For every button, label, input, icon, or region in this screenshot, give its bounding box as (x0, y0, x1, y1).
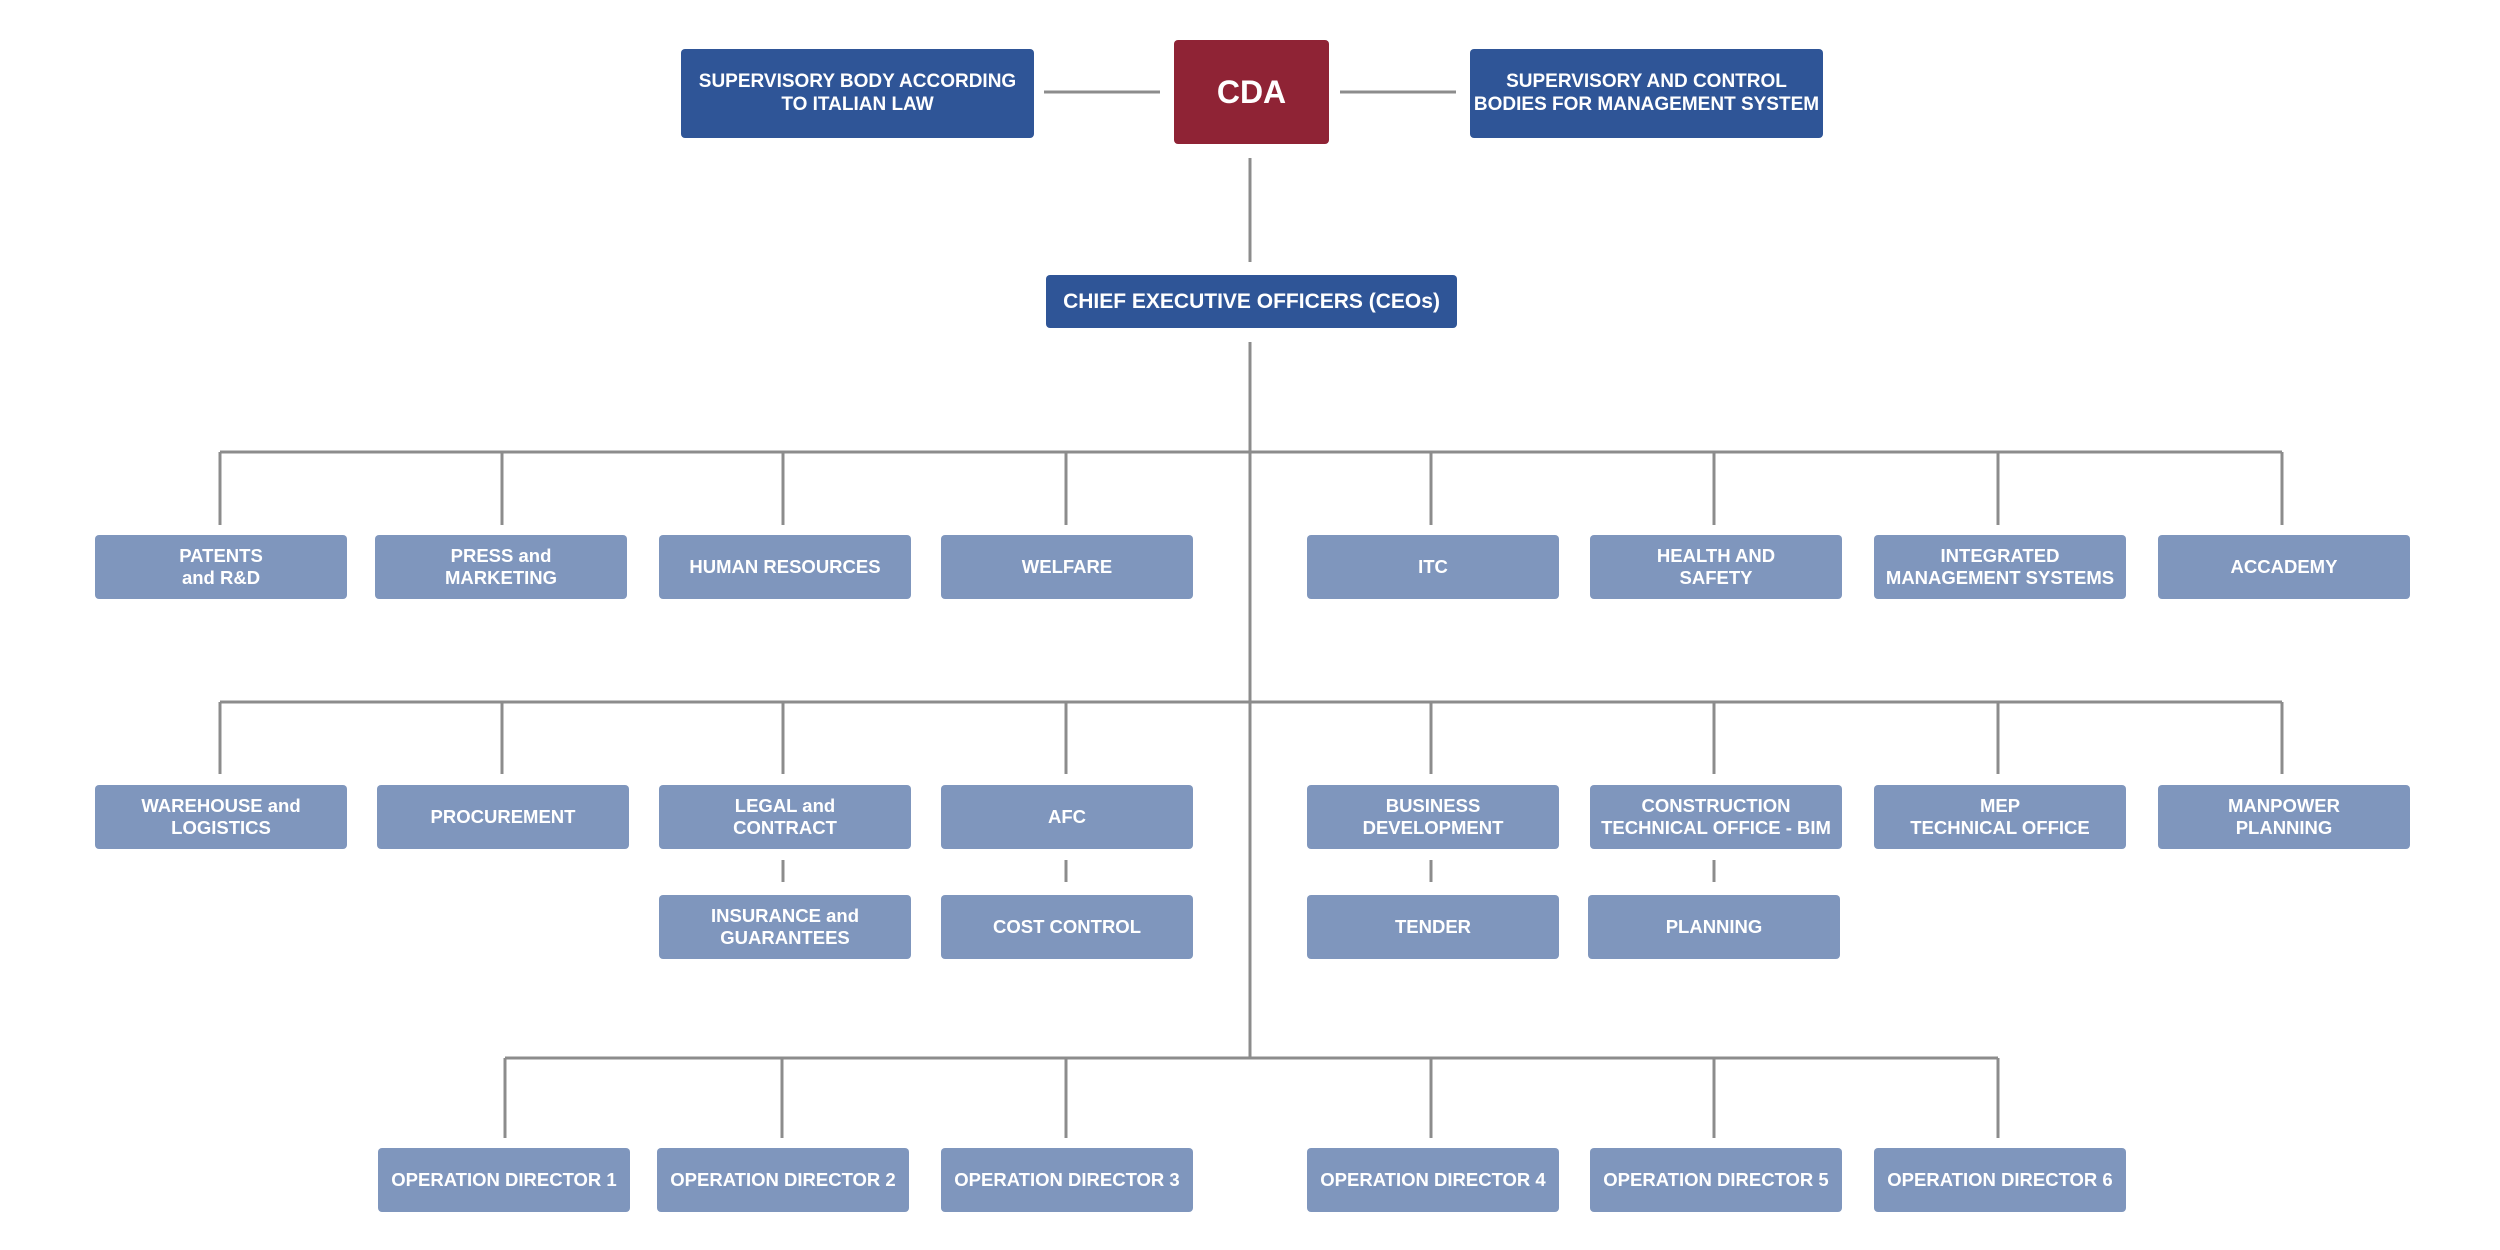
cost-control-box: COST CONTROL (941, 895, 1193, 959)
afc-box: AFC (941, 785, 1193, 849)
patents-box: PATENTS and R&D (95, 535, 347, 599)
construction-technical-box: CONSTRUCTION TECHNICAL OFFICE - BIM (1590, 785, 1842, 849)
procurement-box: PROCUREMENT (377, 785, 629, 849)
warehouse-logistics-box: WAREHOUSE and LOGISTICS (95, 785, 347, 849)
operation-director-4-box: OPERATION DIRECTOR 4 (1307, 1148, 1559, 1212)
insurance-guarantees-box: INSURANCE and GUARANTEES (659, 895, 911, 959)
human-resources-box: HUMAN RESOURCES (659, 535, 911, 599)
welfare-box: WELFARE (941, 535, 1193, 599)
academy-box: ACCADEMY (2158, 535, 2410, 599)
operation-director-6-box: OPERATION DIRECTOR 6 (1874, 1148, 2126, 1212)
control-bodies-box: SUPERVISORY AND CONTROL BODIES FOR MANAG… (1470, 49, 1823, 138)
tender-box: TENDER (1307, 895, 1559, 959)
mep-technical-box: MEP TECHNICAL OFFICE (1874, 785, 2126, 849)
health-safety-box: HEALTH AND SAFETY (1590, 535, 1842, 599)
operation-director-3-box: OPERATION DIRECTOR 3 (941, 1148, 1193, 1212)
planning-box: PLANNING (1588, 895, 1840, 959)
ceo-box: CHIEF EXECUTIVE OFFICERS (CEOs) (1046, 275, 1457, 328)
legal-contract-box: LEGAL and CONTRACT (659, 785, 911, 849)
press-marketing-box: PRESS and MARKETING (375, 535, 627, 599)
supervisory-body-box: SUPERVISORY BODY ACCORDING TO ITALIAN LA… (681, 49, 1034, 138)
integrated-management-box: INTEGRATED MANAGEMENT SYSTEMS (1874, 535, 2126, 599)
operation-director-1-box: OPERATION DIRECTOR 1 (378, 1148, 630, 1212)
itc-box: ITC (1307, 535, 1559, 599)
operation-director-5-box: OPERATION DIRECTOR 5 (1590, 1148, 1842, 1212)
manpower-planning-box: MANPOWER PLANNING (2158, 785, 2410, 849)
operation-director-2-box: OPERATION DIRECTOR 2 (657, 1148, 909, 1212)
business-development-box: BUSINESS DEVELOPMENT (1307, 785, 1559, 849)
cda-box: CDA (1174, 40, 1329, 144)
